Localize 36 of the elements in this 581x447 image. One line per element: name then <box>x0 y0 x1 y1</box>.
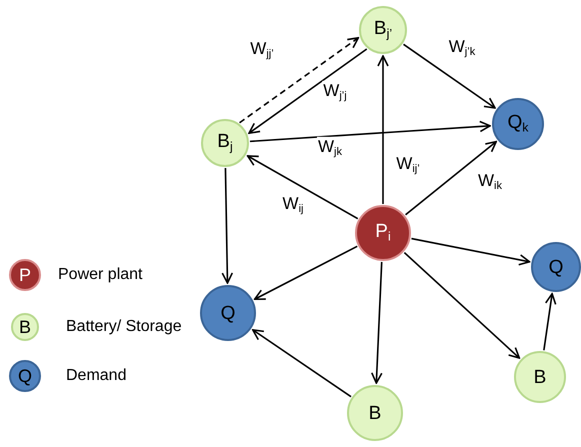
arrow <box>404 252 520 359</box>
edge-label: W$_{jk}$ <box>316 136 344 160</box>
arrow <box>246 155 358 220</box>
arrow <box>222 168 234 284</box>
arrow <box>254 246 358 300</box>
legend-text: Demand <box>66 367 126 385</box>
node-label: B$_{j}$ <box>217 132 233 154</box>
arrow <box>377 55 389 204</box>
legend-text: Power plant <box>58 266 142 284</box>
node-label: Q <box>548 258 564 276</box>
arrow <box>403 44 496 109</box>
battery-node <box>201 119 249 167</box>
edge-label: W$_{j’j}$ <box>322 80 348 104</box>
power-plant-node <box>355 205 411 261</box>
node-label: P$_{i}$ <box>375 222 391 244</box>
demand-node <box>492 98 544 150</box>
legend-letter: Q <box>18 367 32 385</box>
demand-node <box>531 242 581 292</box>
node-label: Q$_{k}$ <box>508 113 528 135</box>
legend-text: Battery/ Storage <box>66 318 182 336</box>
node-label: B <box>368 404 382 422</box>
dashed-arrow <box>239 37 360 124</box>
legend-letter: P <box>19 266 31 284</box>
arrow <box>252 329 352 398</box>
arrow <box>411 238 530 266</box>
legend-letter: B <box>19 318 31 336</box>
node-label: Q <box>220 304 236 322</box>
arrow <box>248 48 368 134</box>
arrow <box>405 140 498 216</box>
arrow <box>250 120 491 142</box>
arrow <box>370 262 383 384</box>
battery-node <box>359 6 407 54</box>
battery-node <box>514 351 566 403</box>
arrow <box>543 292 556 350</box>
node-label: B$_{j’}$ <box>374 19 392 41</box>
node-label: B <box>534 368 546 386</box>
